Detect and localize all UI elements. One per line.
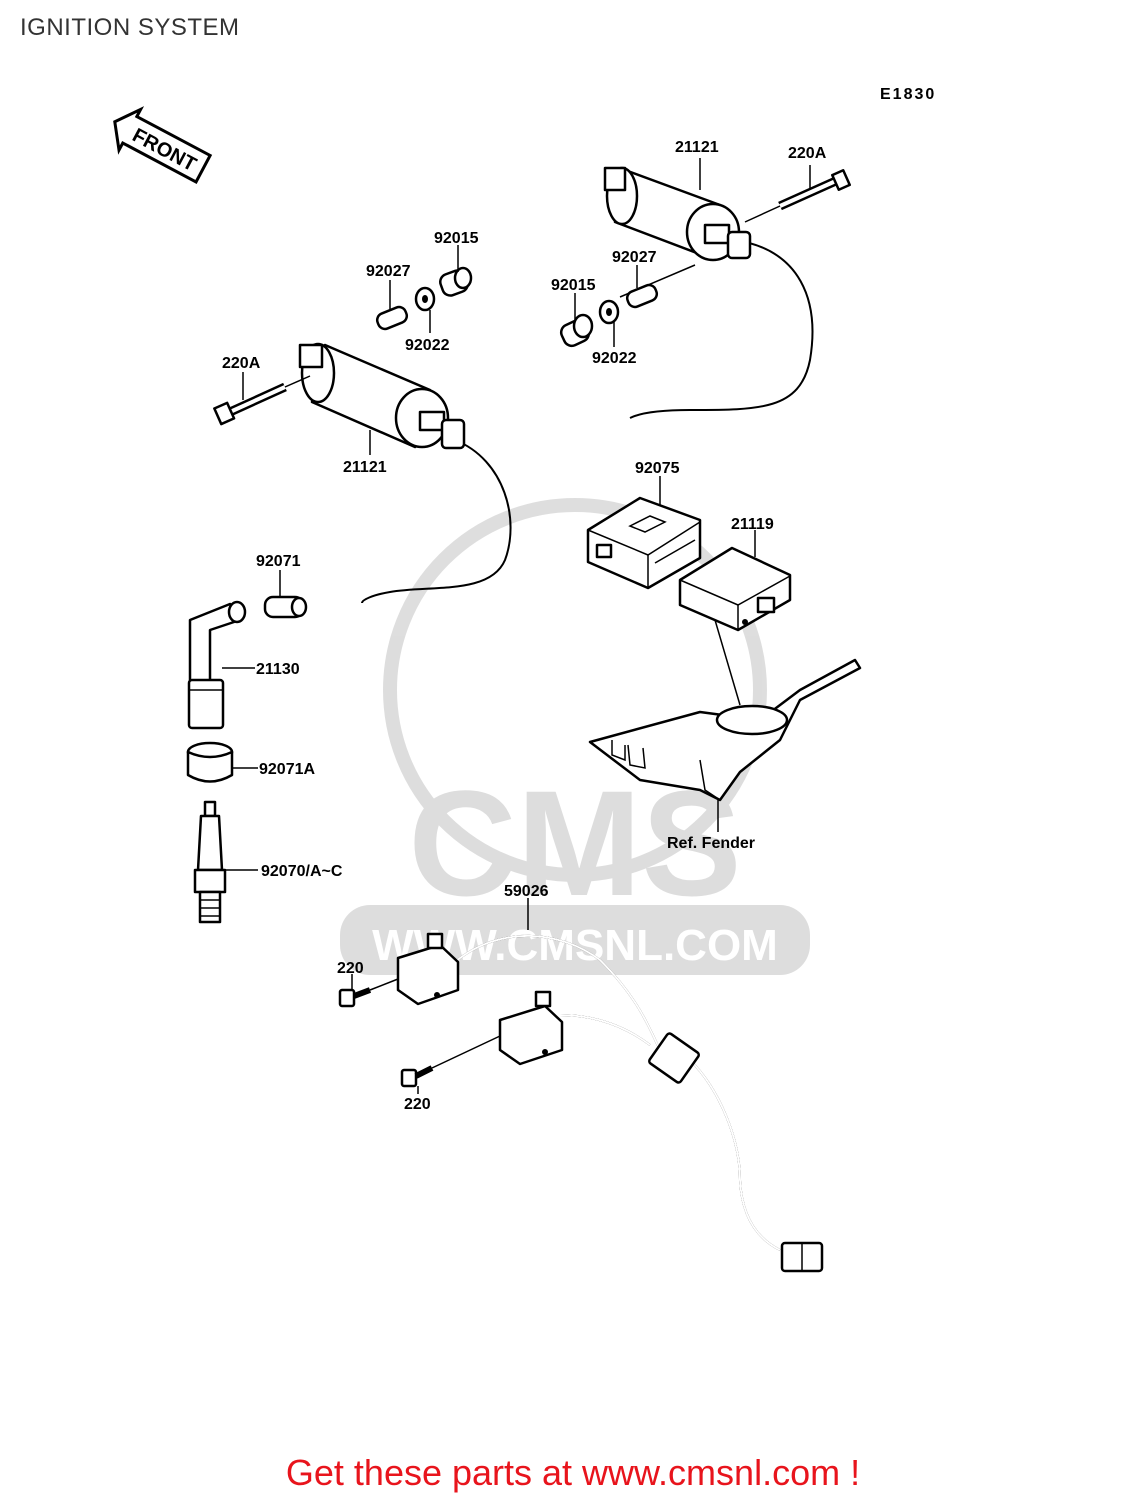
label-bushing-top: 92015 xyxy=(551,277,596,294)
igniter-21119 xyxy=(678,546,792,632)
label-collar-left: 92027 xyxy=(366,263,411,280)
label-coil-left: 21121 xyxy=(343,459,387,476)
label-cap-21130: 21130 xyxy=(256,661,300,678)
plug-cap-21130 xyxy=(187,600,247,730)
ecu-92075 xyxy=(586,496,702,590)
bushing-top xyxy=(559,313,594,348)
label-bolt-left: 220A xyxy=(222,355,261,372)
mounting-bracket xyxy=(588,619,862,802)
label-seal-92071a: 92071A xyxy=(259,761,315,778)
page-title: IGNITION SYSTEM xyxy=(20,14,240,41)
label-washer-top: 92022 xyxy=(592,350,637,367)
plug-cap-92071 xyxy=(263,595,308,619)
diagram-code: E1830 xyxy=(880,86,936,103)
watermark: CMS WWW.CMSNL.COM xyxy=(340,498,810,975)
collar-left xyxy=(375,305,409,331)
bushing-left xyxy=(439,266,473,297)
label-plug-92070: 92070/A~C xyxy=(261,863,343,880)
bolt-top xyxy=(744,169,851,223)
bolt-left xyxy=(213,375,311,426)
label-coil-top: 21121 xyxy=(675,139,719,156)
label-ref-fender: Ref. Fender xyxy=(667,835,755,852)
label-unit-92075: 92075 xyxy=(635,460,680,477)
label-screw-upper: 220 xyxy=(337,960,364,977)
ignition-coil-left xyxy=(298,342,512,604)
collar-top xyxy=(625,283,659,309)
label-bolt-top: 220A xyxy=(788,145,827,162)
screw-lower xyxy=(400,1035,501,1088)
label-washer-left: 92022 xyxy=(405,337,450,354)
label-bushing-left: 92015 xyxy=(434,230,479,247)
label-unit-21119: 21119 xyxy=(731,516,774,533)
footer-link[interactable]: Get these parts at www.cmsnl.com ! xyxy=(285,1452,861,1493)
pickup-coil-harness xyxy=(396,932,824,1273)
spark-plug-92070 xyxy=(193,800,227,924)
label-harness-59026: 59026 xyxy=(504,883,549,900)
label-cap-92071: 92071 xyxy=(256,553,301,570)
label-screw-lower: 220 xyxy=(404,1096,431,1113)
screw-upper xyxy=(338,978,399,1008)
front-arrow-icon: FRONT xyxy=(113,106,213,184)
ignition-coil-top xyxy=(603,166,814,419)
plug-seal-92071a xyxy=(186,741,234,783)
label-collar-top: 92027 xyxy=(612,249,657,266)
